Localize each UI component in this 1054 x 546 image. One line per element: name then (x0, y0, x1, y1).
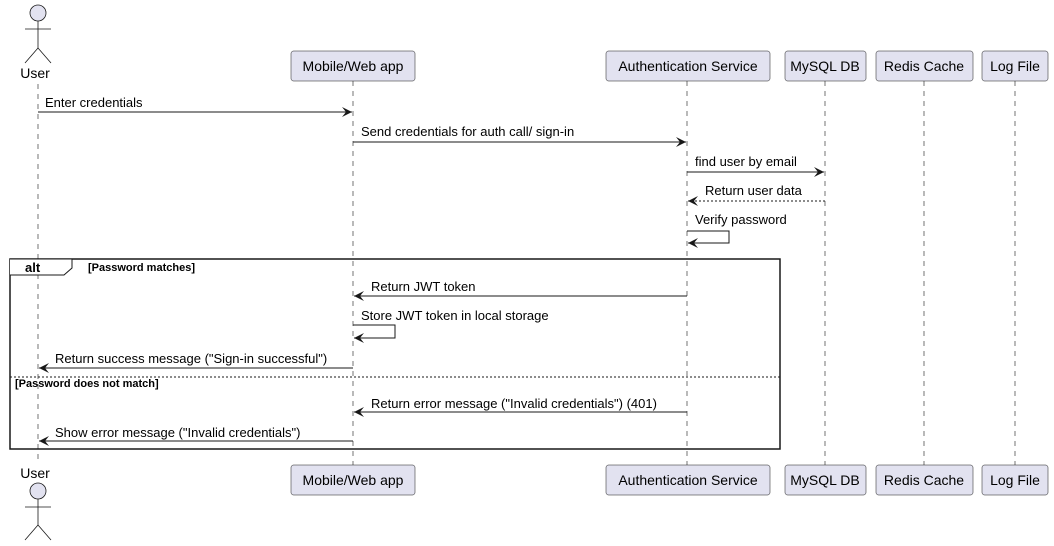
message-5: Verify password (687, 212, 787, 248)
svg-text:Send credentials for auth call: Send credentials for auth call/ sign-in (361, 124, 574, 139)
participant-redis-bottom: Redis Cache (875, 464, 974, 496)
message-2: Send credentials for auth call/ sign-in (353, 124, 686, 147)
user-actor-bottom (24, 482, 52, 541)
svg-text:Log File: Log File (990, 58, 1040, 74)
svg-text:Enter credentials: Enter credentials (45, 95, 143, 110)
participant-user-label-bottom: User (20, 465, 50, 481)
participant-redis-top: Redis Cache (875, 50, 974, 82)
svg-text:Authentication Service: Authentication Service (618, 472, 758, 488)
svg-text:Redis Cache: Redis Cache (884, 58, 964, 74)
message-10: Show error message ("Invalid credentials… (39, 425, 353, 446)
alt-keyword: alt (25, 260, 41, 275)
svg-text:Return user data: Return user data (705, 183, 803, 198)
svg-text:Store JWT token in local stora: Store JWT token in local storage (361, 308, 549, 323)
user-actor-top (24, 4, 52, 64)
svg-text:Mobile/Web app: Mobile/Web app (303, 58, 404, 74)
svg-text:find user by email: find user by email (695, 154, 797, 169)
svg-text:MySQL DB: MySQL DB (790, 472, 860, 488)
message-4: Return user data (688, 183, 825, 206)
participant-log-top: Log File (981, 50, 1049, 82)
participant-user-label-top: User (20, 65, 50, 81)
svg-text:MySQL DB: MySQL DB (790, 58, 860, 74)
participant-auth-top: Authentication Service (605, 50, 771, 82)
svg-text:Return JWT token: Return JWT token (371, 279, 476, 294)
participant-mysql-top: MySQL DB (784, 50, 867, 82)
participant-auth-bottom: Authentication Service (605, 464, 771, 496)
actor-head-icon (29, 4, 47, 22)
participant-log-bottom: Log File (981, 464, 1049, 496)
message-8: Return success message ("Sign-in success… (39, 351, 353, 373)
svg-text:Mobile/Web app: Mobile/Web app (303, 472, 404, 488)
message-6: Return JWT token (354, 279, 687, 301)
svg-text:Authentication Service: Authentication Service (618, 58, 758, 74)
participant-app-bottom: Mobile/Web app (290, 464, 416, 496)
svg-text:Log File: Log File (990, 472, 1040, 488)
message-9: Return error message ("Invalid credentia… (354, 396, 687, 417)
svg-text:Redis Cache: Redis Cache (884, 472, 964, 488)
svg-text:Show error message ("Invalid c: Show error message ("Invalid credentials… (55, 425, 301, 440)
message-1: Enter credentials (38, 95, 352, 117)
message-7: Store JWT token in local storage (353, 308, 549, 343)
participant-app-top: Mobile/Web app (290, 50, 416, 82)
alt-guard-1: [Password matches] (88, 262, 195, 274)
svg-text:Return success message ("Sign-: Return success message ("Sign-in success… (55, 351, 327, 366)
participant-mysql-bottom: MySQL DB (784, 464, 867, 496)
alt-fragment: alt [Password matches] [Password does no… (9, 258, 781, 450)
alt-guard-2: [Password does not match] (15, 378, 159, 390)
message-3: find user by email (687, 154, 824, 177)
svg-text:Verify password: Verify password (695, 212, 787, 227)
svg-text:Return error message ("Invalid: Return error message ("Invalid credentia… (371, 396, 657, 411)
actor-head-icon (29, 482, 47, 500)
